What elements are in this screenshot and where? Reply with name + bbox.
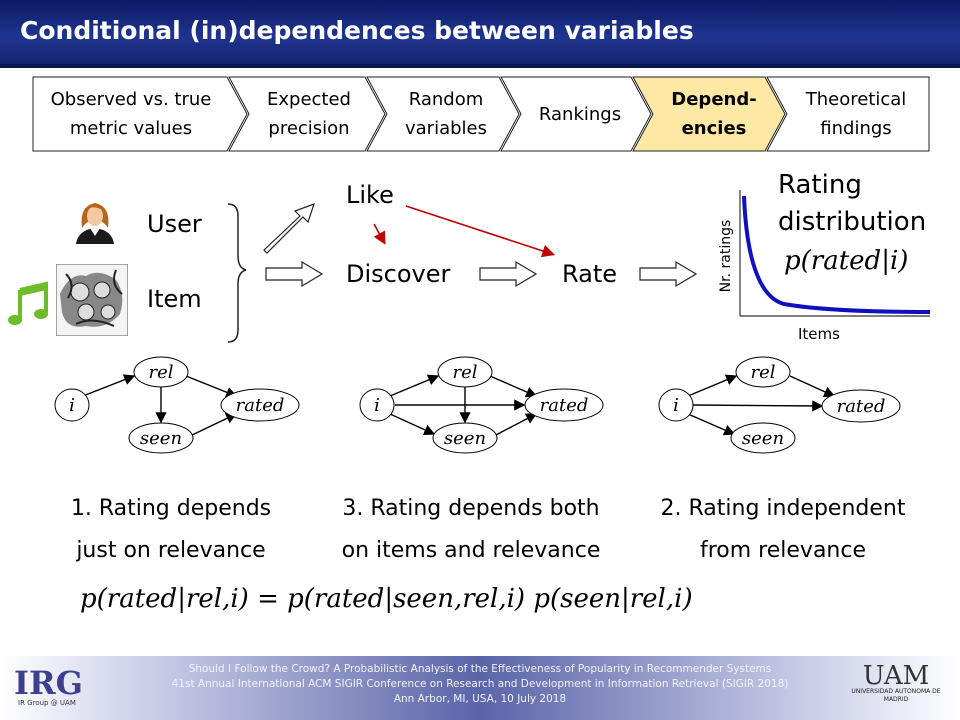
dependency-graphs: i rel seen rated i rel seen rated i rel … [54,356,901,454]
g1-label-rel: rel [148,362,173,383]
g3-label-i: i [673,395,679,416]
caption-graph-1: 1. Rating depends just on relevance [70,496,272,563]
g3-label-rated: rated [837,396,886,417]
rating-distribution-chart [739,190,931,317]
step-shape-3 [366,76,520,152]
like-label: Like [346,181,394,209]
irg-logo: IRG [14,664,83,702]
g2-label-rated: rated [540,395,589,416]
step-shape-5 [632,76,786,152]
uam-logo-block: UAM UNIVERSIDAD AUTONOMA DE MADRID [848,661,944,704]
g3-label-rel: rel [750,362,775,383]
title-bar: Conditional (in)dependences between vari… [0,0,960,66]
irg-subtitle: IR Group @ UAM [18,699,76,707]
step-observed-true[interactable]: Observed vs. true metric values [50,89,212,139]
g3-node-rated [821,389,901,423]
block-arrow-rate [479,260,538,288]
footer-location-date: Ann Arbor, MI, USA, 10 July 2018 [393,693,567,705]
caption-graph-3: 2. Rating independent from relevance [660,496,906,563]
discover-label: Discover [346,260,451,288]
step-dependencies[interactable]: Depend- encies [671,89,757,139]
chart-x-label: Items [798,325,840,343]
uam-name: UNIVERSIDAD AUTONOMA DE MADRID [851,688,941,703]
step-shape-6 [766,76,930,152]
g3-node-seen [730,422,796,454]
g1-node-rel [133,356,189,388]
step-random-variables[interactable]: Random variables [405,89,487,139]
user-avatar-icon [76,203,114,244]
g2-label-rel: rel [452,362,477,383]
footer-citation: Should I Follow the Crowd? A Probabilist… [140,662,820,707]
g1-label-i: i [69,395,75,416]
title-underline [0,64,960,68]
red-arrow-like-discover [373,223,386,245]
steps-outline [32,76,930,152]
caption-graph-2: 3. Rating depends both on items and rele… [341,496,601,563]
g2-label-seen: seen [444,428,486,449]
block-arrow-discover [265,260,324,288]
long-tail-curve [742,195,931,314]
g2-node-seen [432,422,498,454]
block-arrow-like [263,203,315,254]
g2-node-rated [524,388,604,422]
step-shape-2 [228,76,386,152]
block-arrow-distribution [639,260,698,288]
g1-label-seen: seen [140,428,182,449]
chart-title-line1: Rating [778,170,862,200]
item-label: Item [147,285,202,313]
chart-y-label: Nr. ratings [718,219,734,293]
step-rankings[interactable]: Rankings [538,103,622,125]
step-shape-1 [32,76,248,152]
user-label: User [147,210,202,238]
slide-title: Conditional (in)dependences between vari… [20,16,694,45]
progress-steps: Observed vs. true metric values Expected… [32,76,930,152]
graph-1 [54,356,300,454]
graph-2 [359,356,604,454]
g3-node-i [658,388,694,422]
graph-3 [658,356,901,454]
g1-node-i [54,388,90,422]
music-note-icon [8,281,48,325]
g2-node-i [359,388,395,422]
footer-bar: Should I Follow the Crowd? A Probabilist… [0,656,960,720]
rate-label: Rate [562,260,618,288]
g2-node-rel [437,356,493,388]
step-expected-precision[interactable]: Expected precision [267,89,351,139]
g3-label-seen: seen [742,428,784,449]
model-arrows [227,203,698,343]
step-shape-4 [500,76,652,152]
main-formula: p(rated|rel,i) = p(rated|seen,rel,i) p(s… [80,584,693,614]
chart-formula: p(rated|i) [784,246,909,276]
g1-node-seen [128,422,194,454]
footer-paper-title: Should I Follow the Crowd? A Probabilist… [188,663,772,675]
g3-node-rel [735,356,791,388]
uam-logo: UAM [862,661,930,691]
g1-node-rated [220,388,300,422]
brace [227,203,247,343]
album-cover-image [56,264,128,336]
footer-conference: 41st Annual International ACM SIGIR Conf… [171,678,789,690]
red-arrow-like-rate [405,205,556,258]
chart-title-line2: distribution [778,207,927,237]
step-theoretical-findings[interactable]: Theoretical findings [805,89,907,139]
g1-label-rated: rated [236,395,285,416]
g2-label-i: i [374,395,380,416]
